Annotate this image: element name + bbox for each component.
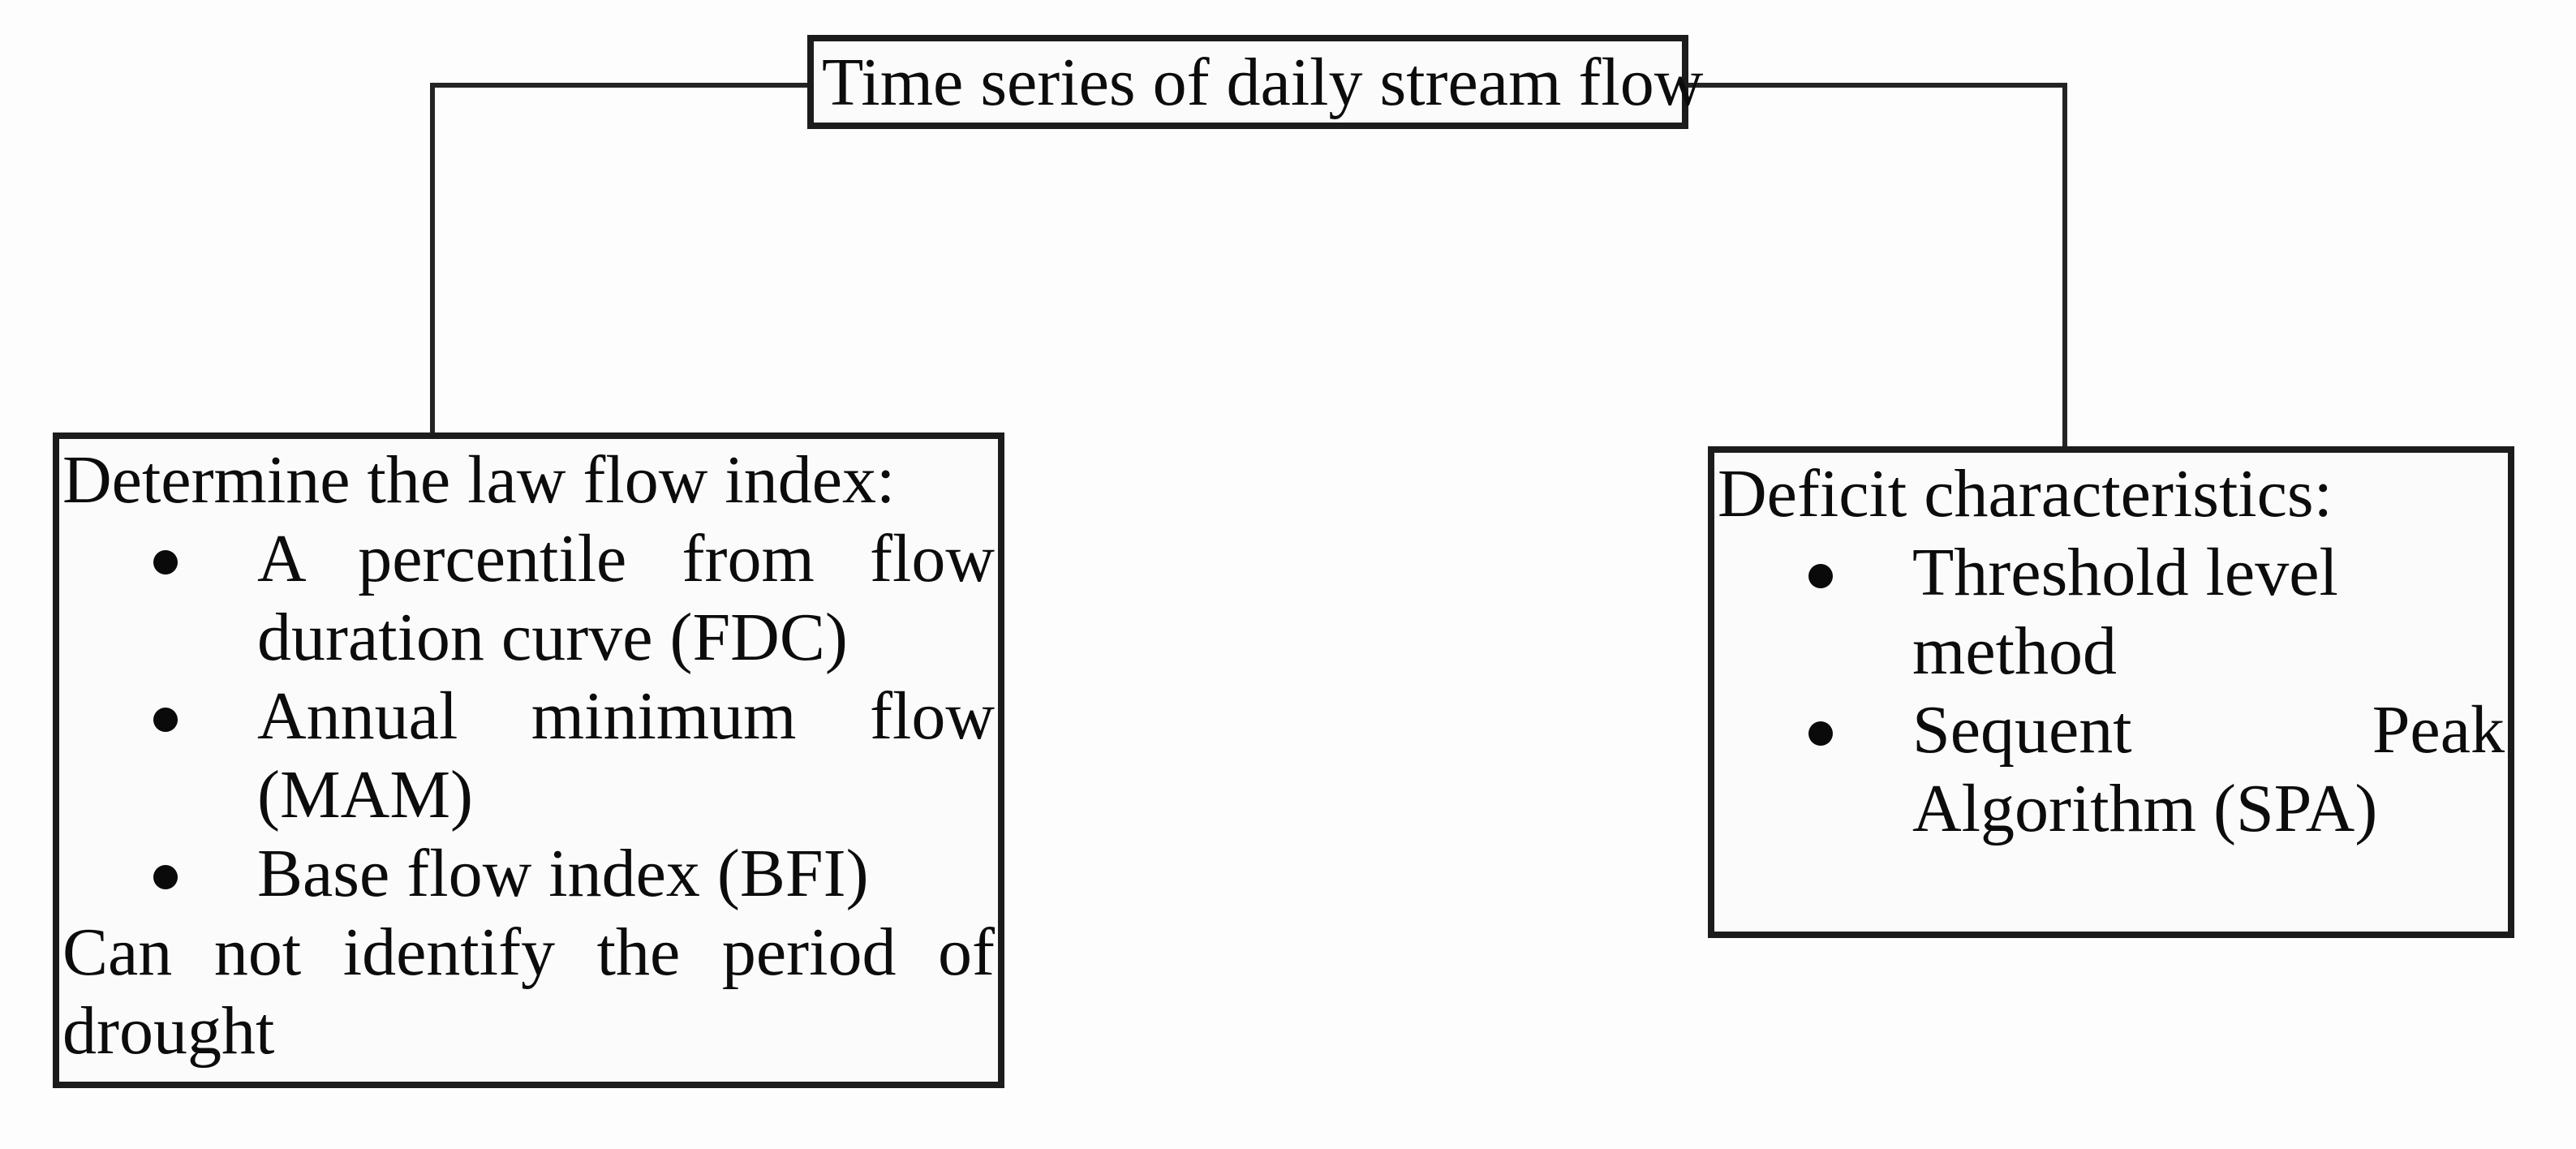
bullet-icon (153, 708, 178, 732)
bullet-line: Algorithm (SPA) (1912, 771, 2378, 846)
bullet-item-annual-minimum: Annual minimum flow (MAM) (62, 677, 995, 834)
bullet-item-percentile-fdc: A percentile from flow duration curve (F… (62, 519, 995, 677)
bullet-line: A percentile from flow (257, 521, 995, 596)
bullet-line: Annual minimum flow (257, 678, 995, 754)
connector-left-vertical (430, 83, 435, 433)
bullet-icon (153, 550, 178, 574)
node-deficit-characteristics-title: Deficit characteristics: (1718, 456, 2333, 531)
node-low-flow-index-note: drought (62, 993, 275, 1069)
bullet-line: Base flow index (BFI) (257, 836, 869, 911)
node-low-flow-index-title: Determine the law flow index: (62, 442, 896, 518)
node-deficit-characteristics: Deficit characteristics: Threshold level… (1708, 446, 2514, 938)
bullet-icon (153, 865, 178, 889)
bullet-line: Threshold level method (1912, 535, 2338, 689)
bullet-item-threshold-level: Threshold level method (1718, 533, 2505, 691)
node-time-series-label: Time series of daily stream flow (822, 44, 1704, 120)
node-low-flow-index-note: Can not identify the period of (62, 914, 995, 990)
bullet-line: (MAM) (257, 757, 473, 833)
bullet-line: Sequent Peak (1912, 692, 2505, 768)
connector-right-vertical (2062, 83, 2067, 447)
bullet-line: duration curve (FDC) (257, 600, 848, 675)
connector-left-horizontal (430, 83, 808, 88)
node-low-flow-index: Determine the law flow index: A percenti… (53, 432, 1004, 1088)
bullet-item-sequent-peak: Sequent Peak Algorithm (SPA) (1718, 691, 2505, 848)
bullet-icon (1808, 721, 1833, 746)
connector-right-horizontal (1688, 83, 2067, 88)
node-time-series: Time series of daily stream flow (807, 35, 1703, 129)
bullet-icon (1808, 564, 1833, 588)
bullet-item-base-flow-index: Base flow index (BFI) (62, 834, 995, 913)
